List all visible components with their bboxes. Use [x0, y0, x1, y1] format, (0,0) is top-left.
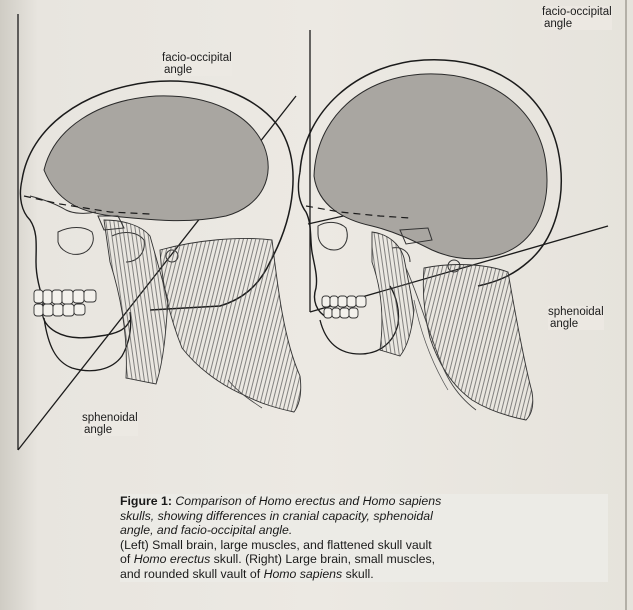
- right-sphenoidal-label: sphenoidal angle: [548, 306, 604, 330]
- left-facio-occipital-label: facio-occipital angle: [162, 52, 232, 76]
- left-temporal-muscle: [104, 220, 168, 384]
- caption-desc-line-2: of Homo erectus skull. (Right) Large bra…: [120, 552, 608, 567]
- right-temporal-muscle: [372, 232, 414, 356]
- left-brain-cavity: [44, 96, 268, 221]
- right-neck-muscles: [423, 265, 533, 420]
- caption-desc-line-1: (Left) Small brain, large muscles, and f…: [120, 538, 608, 553]
- caption-figure-label: Figure 1:: [120, 494, 172, 508]
- homo-erectus-skull: [18, 14, 301, 450]
- right-facio-occipital-label: facio-occipital angle: [542, 6, 612, 30]
- right-brain-cavity: [314, 74, 547, 259]
- left-sphenoidal-label: sphenoidal angle: [82, 412, 138, 436]
- caption-title-line-1: Figure 1: Comparison of Homo erectus and…: [120, 494, 608, 509]
- right-teeth: [322, 296, 366, 318]
- caption-desc-line-3: and rounded skull vault of Homo sapiens …: [120, 567, 608, 582]
- caption-title-line-3: angle, and facio-occipital angle.: [120, 523, 608, 538]
- left-neck-muscles: [160, 238, 301, 412]
- caption-title-line-2: skulls, showing differences in cranial c…: [120, 509, 608, 524]
- left-teeth: [34, 290, 96, 316]
- figure-caption: Figure 1: Comparison of Homo erectus and…: [120, 494, 608, 582]
- homo-sapiens-skull: [298, 30, 608, 420]
